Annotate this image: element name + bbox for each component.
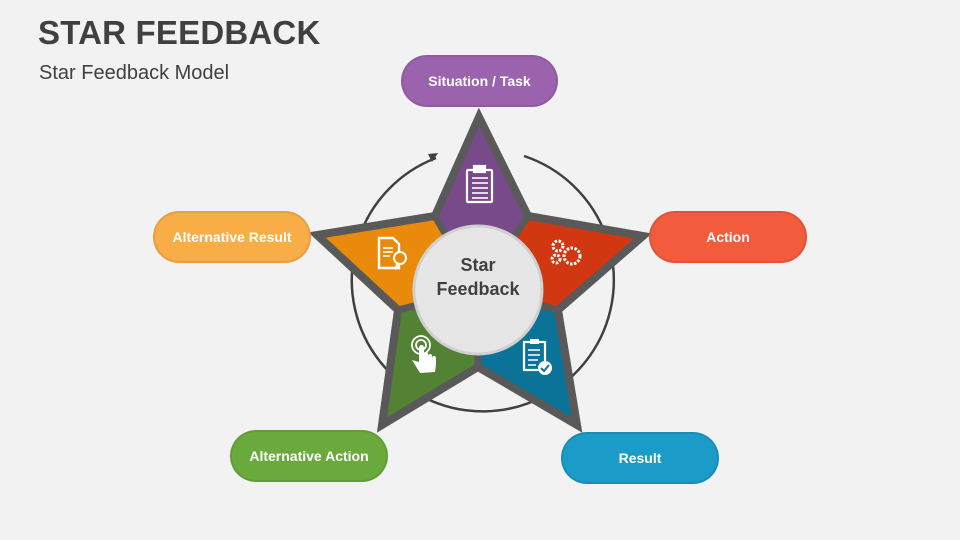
stage-alternative-action: Alternative Action [230, 430, 388, 482]
page-subtitle: Star Feedback Model [39, 62, 230, 84]
cycle-arrow-head-icon [428, 153, 438, 162]
gears-icon [550, 239, 582, 266]
clipboard-list-icon [465, 164, 494, 204]
page-title: STAR FEEDBACK [38, 14, 321, 51]
stage-label: Alternative Action [249, 448, 369, 464]
center-label: Star Feedback [415, 253, 541, 301]
stage-label: Action [706, 229, 750, 245]
stage-label: Situation / Task [428, 73, 531, 89]
stage-result: Result [561, 432, 719, 484]
stage-label: Result [618, 450, 662, 466]
certificate-icon [377, 236, 407, 270]
hand-touch-icon [411, 335, 436, 373]
stage-label: Alternative Result [172, 229, 292, 245]
center-label-line1: Star [460, 255, 496, 275]
center-label-line2: Feedback [436, 279, 520, 299]
stage-alternative-result: Alternative Result [153, 211, 311, 263]
clipboard-check-icon [522, 339, 552, 375]
stage-action: Action [649, 211, 807, 263]
center-circle [412, 224, 544, 356]
stage-situation-task: Situation / Task [401, 55, 558, 107]
